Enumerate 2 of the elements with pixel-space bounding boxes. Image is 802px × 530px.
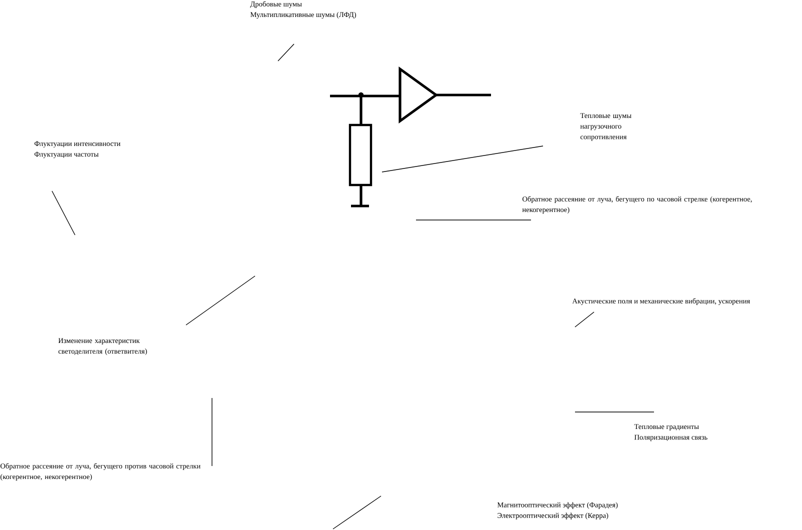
leader-line (382, 146, 544, 172)
leader-line (574, 312, 594, 328)
